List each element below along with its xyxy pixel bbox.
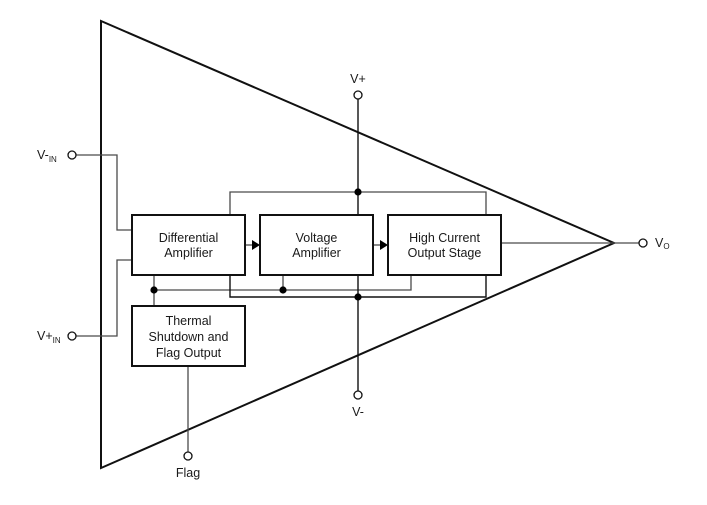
flag-pin	[183, 451, 193, 461]
junction-dot	[279, 286, 287, 294]
v-out-pin	[638, 238, 648, 248]
differential-amplifier-label-line2: Amplifier	[164, 246, 213, 260]
voltage-amplifier-block: Voltage Amplifier	[259, 214, 374, 276]
output-stage-label-line1: High Current	[409, 231, 480, 245]
differential-amplifier-label-line1: Differential	[159, 231, 219, 245]
thermal-shutdown-block: Thermal Shutdown and Flag Output	[131, 305, 246, 367]
thermal-label-line3: Flag Output	[156, 346, 222, 360]
v-minus-in-wire	[76, 154, 132, 231]
bottom-bus-1	[150, 275, 412, 306]
voltage-amplifier-label-line1: Voltage	[296, 231, 338, 245]
v-plus-supply-label: V+	[350, 72, 366, 86]
v-plus-in-wire	[76, 259, 132, 337]
v-minus-supply-label: V-	[352, 405, 364, 419]
v-minus-in-label: V-IN	[37, 148, 57, 164]
signal-arrow-diff-to-voltage	[245, 240, 260, 250]
thermal-label-line2: Shutdown and	[149, 330, 229, 344]
thermal-label-line1: Thermal	[166, 314, 212, 328]
voltage-amplifier-label-line2: Amplifier	[292, 246, 341, 260]
flag-label: Flag	[176, 466, 200, 480]
output-stage-label-line2: Output Stage	[408, 246, 482, 260]
v-plus-supply-pin	[353, 90, 363, 100]
v-plus-in-label: V+IN	[37, 329, 61, 345]
junction-dot	[150, 286, 158, 294]
signal-arrow-voltage-to-output	[373, 240, 388, 250]
differential-amplifier-block: Differential Amplifier	[131, 214, 246, 276]
v-plus-in-pin	[67, 331, 77, 341]
high-current-output-stage-block: High Current Output Stage	[387, 214, 502, 276]
v-minus-supply-pin	[353, 390, 363, 400]
v-out-label: VO	[655, 236, 670, 251]
bottom-bus-2	[229, 275, 487, 391]
junction-dot	[354, 293, 362, 301]
junction-dot	[354, 188, 362, 196]
top-supply-bus	[229, 99, 487, 215]
v-minus-in-pin	[67, 150, 77, 160]
